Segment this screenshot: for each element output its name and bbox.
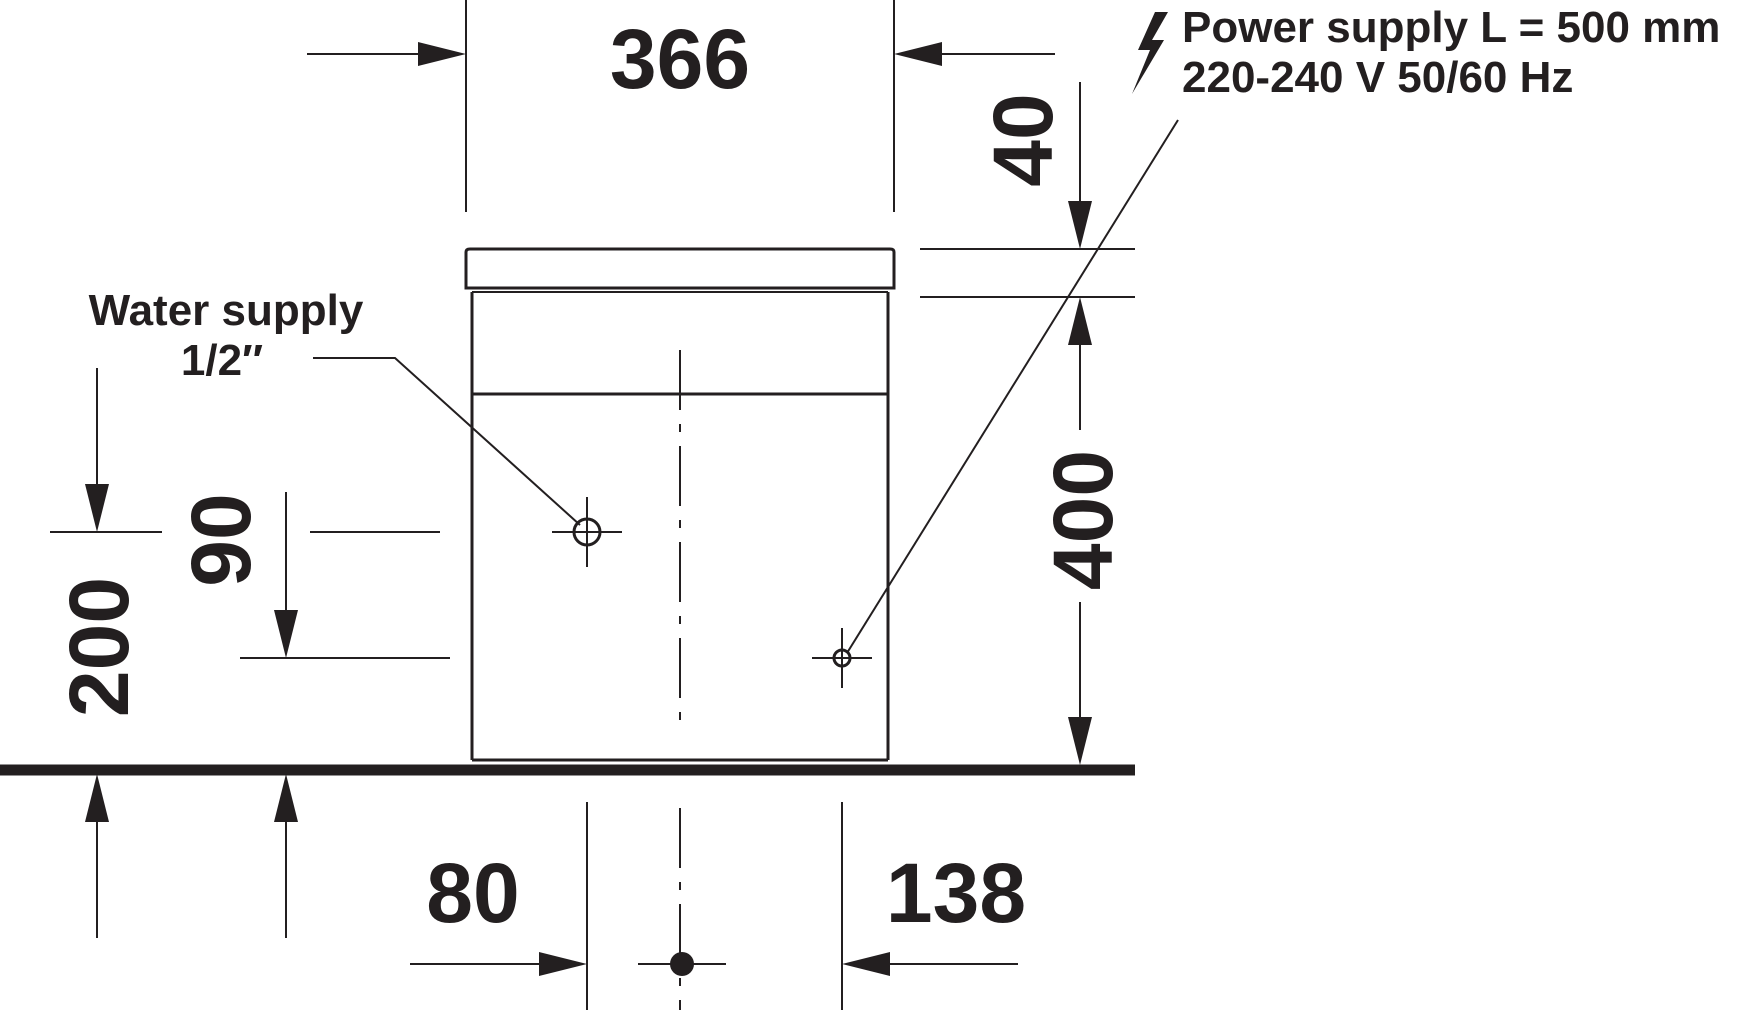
water-supply-connection	[552, 497, 622, 567]
tank-height-value: 400	[1036, 450, 1130, 590]
water-supply-size-label: 1/2″	[181, 336, 263, 385]
width-dimension	[307, 0, 1055, 212]
power-offset-value: 138	[886, 846, 1026, 940]
lightning-bolt-icon	[1132, 12, 1168, 94]
tank-height-dimension	[1068, 297, 1092, 765]
power-supply-leader	[846, 119, 1179, 654]
water-height-dimension	[50, 368, 440, 938]
lid-height-dimension	[920, 82, 1135, 298]
water-supply-label: Water supply	[89, 286, 364, 335]
cistern-lid	[464, 247, 896, 293]
power-supply-voltage-label: 220-240 V 50/60 Hz	[1182, 53, 1573, 102]
power-supply-label: Power supply L = 500 mm	[1182, 3, 1720, 52]
water-supply-leader	[313, 357, 581, 526]
bottom-offset-dimensions	[410, 802, 1018, 1010]
power-height-value: 90	[174, 493, 268, 586]
water-offset-value: 80	[426, 846, 519, 940]
power-height-dimension	[240, 492, 450, 938]
water-height-value: 200	[52, 577, 146, 717]
width-value: 366	[610, 12, 750, 106]
power-supply-connection	[812, 628, 872, 688]
lid-height-value: 40	[976, 93, 1070, 186]
